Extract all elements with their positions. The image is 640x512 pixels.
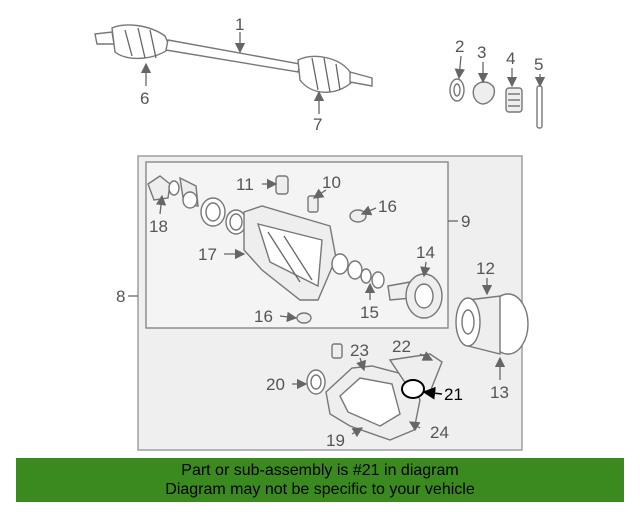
callout-14: 14: [416, 243, 435, 262]
callout-1: 1: [235, 15, 244, 34]
callout-4: 4: [506, 49, 515, 68]
callout-20: 20: [266, 375, 285, 394]
callout-12: 12: [476, 259, 495, 278]
callout-2: 2: [455, 37, 464, 56]
banner-line-2: Diagram may not be specific to your vehi…: [165, 481, 475, 498]
banner-line-1: Part or sub-assembly is #21 in diagram: [181, 462, 459, 479]
callout-7: 7: [313, 115, 322, 134]
callout-3: 3: [477, 43, 486, 62]
filter-parts: [455, 293, 529, 355]
callout-18: 18: [149, 217, 168, 236]
callout-15: 15: [360, 303, 379, 322]
callout-16-upper: 16: [378, 197, 397, 216]
small-parts: [449, 78, 543, 129]
callout-9: 9: [461, 212, 470, 231]
callout-21: 21: [444, 385, 463, 404]
callout-11: 11: [236, 175, 254, 194]
callout-22: 22: [392, 337, 411, 356]
callout-17: 17: [198, 245, 217, 264]
subassembly-parts: [147, 175, 443, 324]
callout-16-lower: 16: [254, 307, 273, 326]
callouts: 1 6 7 2 3 4 5 8 9 10 11 12 13 14 15 16 1…: [116, 15, 543, 450]
callout-23: 23: [350, 341, 369, 360]
highlighted-part-21: [401, 379, 425, 399]
axle-shaft: [94, 24, 373, 93]
info-banner: Part or sub-assembly is #21 in diagram D…: [16, 458, 624, 502]
callout-19: 19: [326, 431, 345, 450]
callout-6: 6: [140, 89, 149, 108]
callout-10: 10: [322, 173, 341, 192]
callout-5: 5: [534, 55, 543, 74]
leader-lines: [128, 32, 546, 438]
callout-8: 8: [116, 287, 125, 306]
callout-24: 24: [430, 423, 449, 442]
callout-13: 13: [490, 383, 509, 402]
